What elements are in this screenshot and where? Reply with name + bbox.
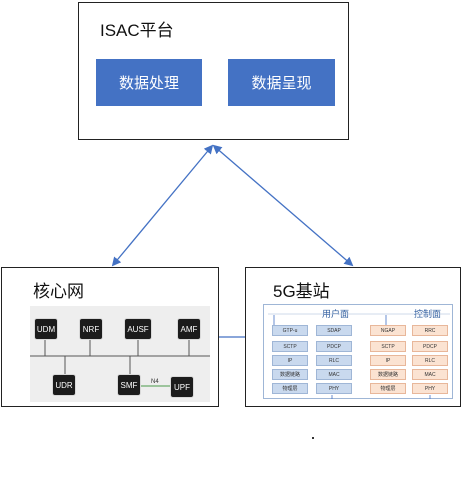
isac-gnb-arrow — [212, 144, 354, 267]
up-phy-cell: PHY — [316, 383, 352, 394]
protocol-stack-panel: 用户面 控制面 GTP-u SCTP IP 数据链路 物理层 SDAP PDCP… — [263, 304, 453, 399]
ausf-node: AUSF — [124, 318, 152, 340]
isac-title: ISAC平台 — [100, 21, 174, 40]
gnb-title: 5G基站 — [273, 282, 330, 301]
core-bus-lines — [30, 338, 210, 387]
up-sctp-cell: SCTP — [272, 341, 308, 352]
udm-node: UDM — [34, 318, 58, 340]
cp-datalink-cell: 数据链路 — [370, 369, 406, 380]
up-sdap-cell: SDAP — [316, 325, 352, 336]
cp-ip-cell: IP — [370, 355, 406, 366]
up-mac-cell: MAC — [316, 369, 352, 380]
core-title: 核心网 — [33, 282, 84, 301]
cp-physical-cell: 物理层 — [370, 383, 406, 394]
isac-platform-box: ISAC平台 数据处理 数据呈现 — [78, 2, 349, 140]
upf-node: UPF — [170, 376, 194, 398]
core-network-box: 核心网 UDM NRF AUSF AMF UDR SMF UPF N4 — [1, 267, 219, 407]
up-datalink-cell: 数据链路 — [272, 369, 308, 380]
up-gtpu-cell: GTP-u — [272, 325, 308, 336]
cp-rlc-cell: RLC — [412, 355, 448, 366]
up-pdcp-cell: PDCP — [316, 341, 352, 352]
core-network-diagram: UDM NRF AUSF AMF UDR SMF UPF N4 — [30, 306, 210, 402]
cp-ngap-cell: NGAP — [370, 325, 406, 336]
stray-dot — [312, 437, 314, 439]
up-ip-cell: IP — [272, 355, 308, 366]
udr-node: UDR — [52, 374, 76, 396]
cp-sctp-cell: SCTP — [370, 341, 406, 352]
stack-guides — [268, 313, 450, 399]
up-physical-cell: 物理层 — [272, 383, 308, 394]
amf-node: AMF — [177, 318, 201, 340]
data-presentation-box: 数据呈现 — [228, 59, 335, 106]
smf-node: SMF — [117, 374, 141, 396]
nrf-node: NRF — [79, 318, 103, 340]
cp-phy-cell: PHY — [412, 383, 448, 394]
up-rlc-cell: RLC — [316, 355, 352, 366]
cp-rrc-cell: RRC — [412, 325, 448, 336]
data-processing-box: 数据处理 — [96, 59, 202, 106]
isac-core-arrow — [111, 144, 214, 267]
n4-label: N4 — [150, 379, 160, 385]
gnb-box: 5G基站 用户面 控制面 GTP-u SCTP IP 数据链路 物理层 SDAP… — [245, 267, 461, 407]
cp-mac-cell: MAC — [412, 369, 448, 380]
cp-pdcp-cell: PDCP — [412, 341, 448, 352]
